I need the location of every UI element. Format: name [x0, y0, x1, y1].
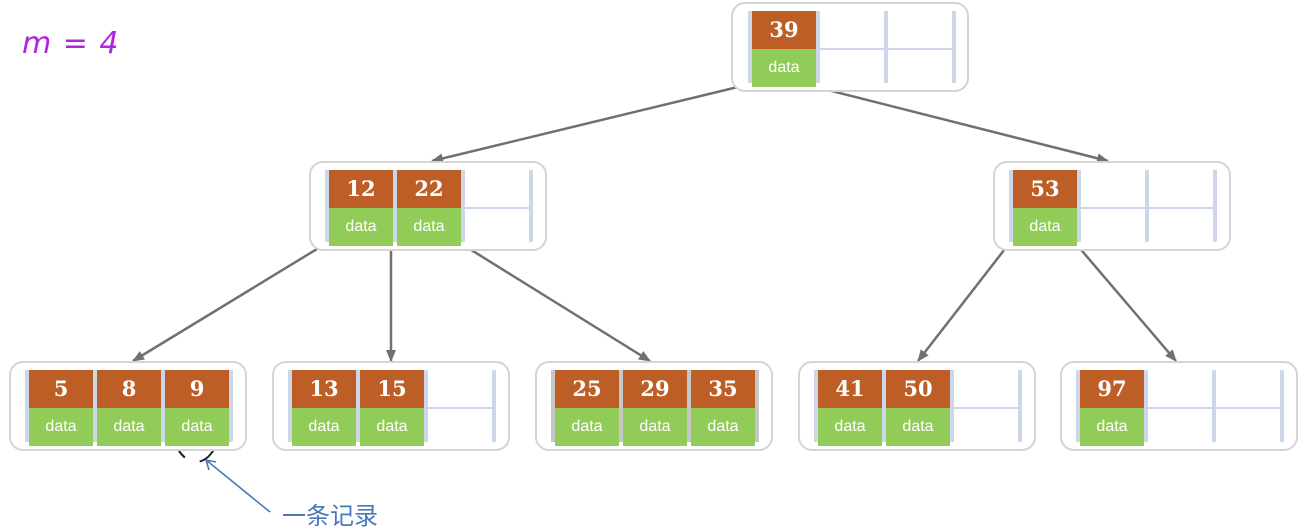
tree-edge-arrow: [132, 247, 318, 363]
key-value: 12: [329, 170, 393, 208]
key-value: 5: [29, 370, 93, 408]
empty-slot: [428, 370, 492, 446]
record-data: data: [397, 208, 461, 246]
record-data: data: [1080, 408, 1144, 446]
tree-edge-arrow: [459, 241, 651, 363]
record-data: data: [29, 408, 93, 446]
order-label: m = 4: [22, 26, 120, 61]
annotation-pointer-arrow: [205, 459, 271, 513]
key-value: 39: [752, 11, 816, 49]
record-data: data: [1013, 208, 1077, 246]
record-data: data: [623, 408, 687, 446]
key-value: 50: [886, 370, 950, 408]
key-value: 25: [555, 370, 619, 408]
key-value: 22: [397, 170, 461, 208]
key-value: 97: [1080, 370, 1144, 408]
empty-slot: [1148, 370, 1212, 446]
tree-edge-arrow: [1076, 244, 1177, 362]
record-data: data: [818, 408, 882, 446]
empty-slot: [1216, 370, 1280, 446]
empty-slot: [1149, 170, 1213, 246]
record-data: data: [555, 408, 619, 446]
record-data: data: [752, 49, 816, 87]
key-value: 15: [360, 370, 424, 408]
empty-slot: [954, 370, 1018, 446]
key-value: 13: [292, 370, 356, 408]
record-data: data: [97, 408, 161, 446]
record-data: data: [165, 408, 229, 446]
key-value: 8: [97, 370, 161, 408]
tree-edge-arrow: [917, 244, 1009, 362]
empty-slot: [465, 170, 529, 246]
empty-slot: [888, 11, 952, 87]
empty-slot: [1081, 170, 1145, 246]
record-data: data: [360, 408, 424, 446]
record-data: data: [886, 408, 950, 446]
key-value: 35: [691, 370, 755, 408]
tree-edge-arrow: [811, 84, 1109, 164]
record-data: data: [292, 408, 356, 446]
key-value: 53: [1013, 170, 1077, 208]
key-value: 29: [623, 370, 687, 408]
record-data: data: [691, 408, 755, 446]
key-value: 41: [818, 370, 882, 408]
tree-edge-arrow: [431, 84, 743, 164]
record-annotation: 一条记录: [282, 502, 378, 530]
key-value: 9: [165, 370, 229, 408]
empty-slot: [820, 11, 884, 87]
record-data: data: [329, 208, 393, 246]
